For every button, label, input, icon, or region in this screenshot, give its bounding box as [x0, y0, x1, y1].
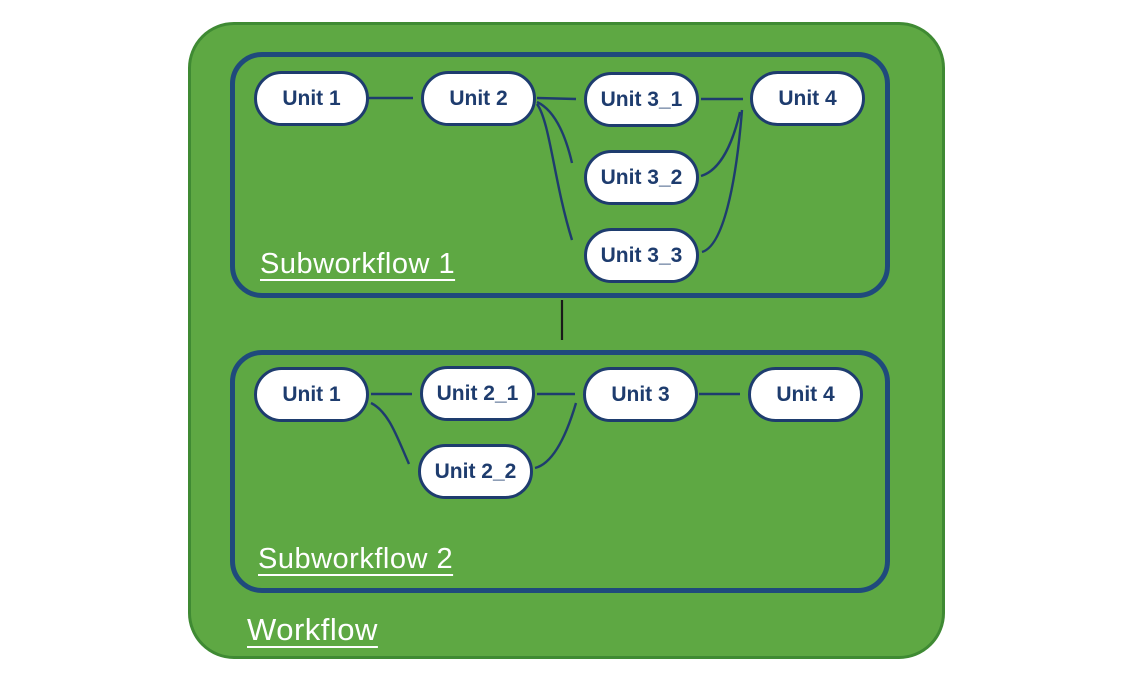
subworkflow-2-label: Subworkflow 2 — [258, 543, 454, 575]
subworkflow-1-container — [230, 52, 890, 298]
unit-node-sw2-unit2-1: Unit 2_1 — [420, 366, 535, 421]
unit-node-sw1-unit3-1: Unit 3_1 — [584, 72, 699, 127]
unit-node-sw2-unit1: Unit 1 — [254, 367, 369, 422]
unit-node-sw1-unit3-2: Unit 3_2 — [584, 150, 699, 205]
unit-node-sw2-unit4: Unit 4 — [748, 367, 863, 422]
unit-node-sw1-unit2: Unit 2 — [421, 71, 536, 126]
unit-node-sw1-unit3-3: Unit 3_3 — [584, 228, 699, 283]
unit-node-sw1-unit1: Unit 1 — [254, 71, 369, 126]
workflow-label: Workflow — [247, 612, 378, 647]
subworkflow-2-container — [230, 350, 890, 593]
subworkflow-1-label: Subworkflow 1 — [260, 248, 456, 280]
unit-node-sw2-unit2-2: Unit 2_2 — [418, 444, 533, 499]
unit-node-sw2-unit3: Unit 3 — [583, 367, 698, 422]
unit-node-sw1-unit4: Unit 4 — [750, 71, 865, 126]
